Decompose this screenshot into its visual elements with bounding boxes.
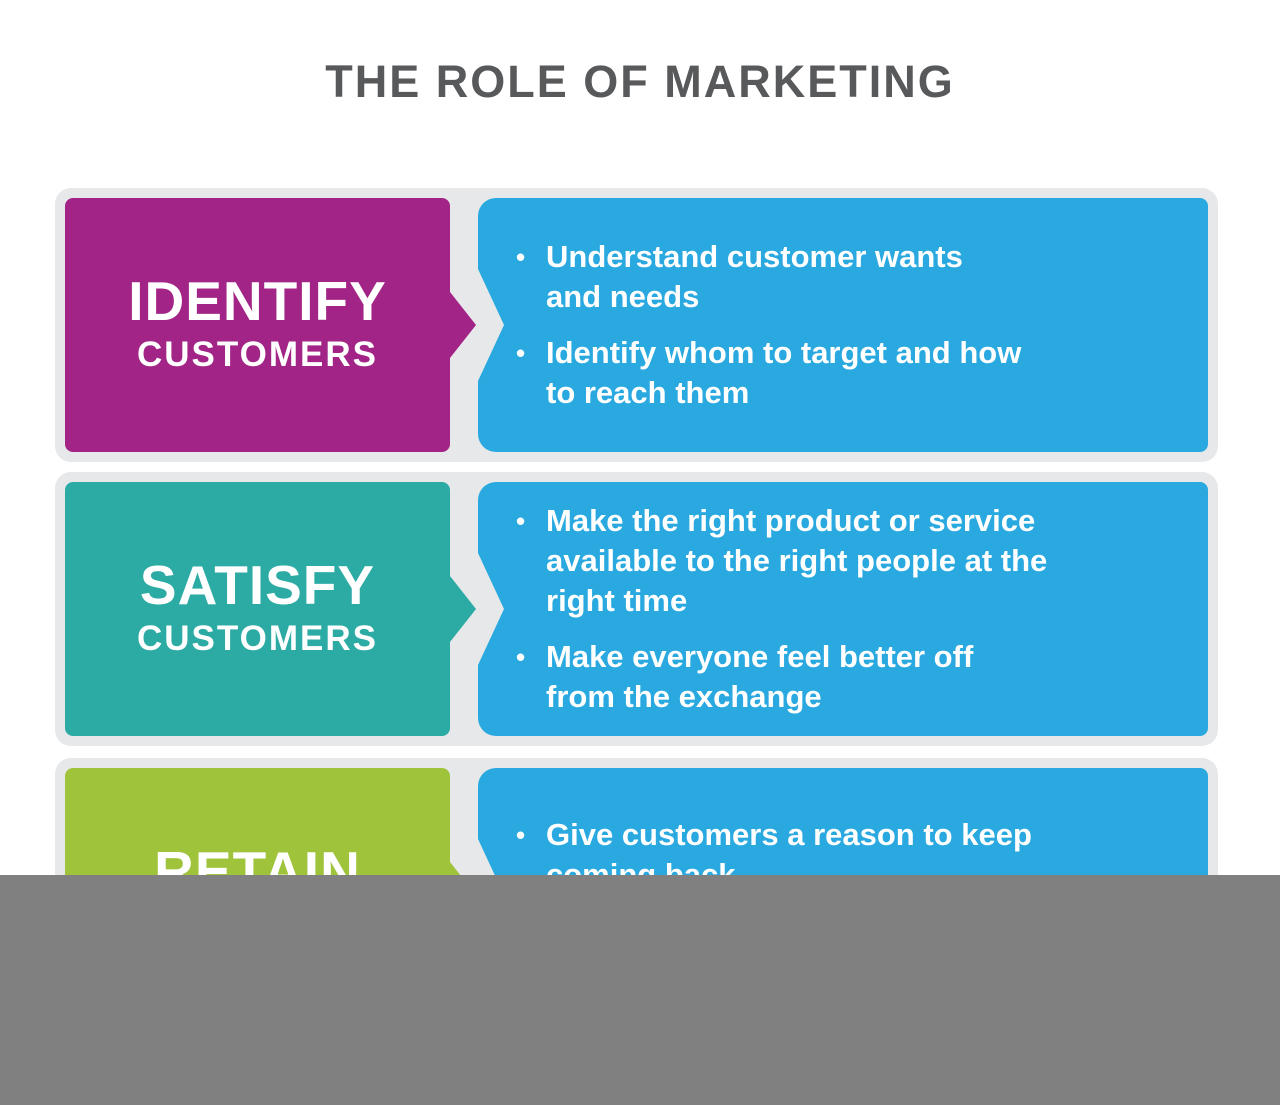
- notch-icon: [478, 553, 504, 665]
- bullet-item: • Make everyone feel better off from the…: [516, 637, 1188, 717]
- row-label: IDENTIFY: [128, 270, 387, 332]
- arrow-right-icon: [450, 292, 476, 358]
- notch-icon: [478, 269, 504, 381]
- bullet-list: • Make the right product or service avai…: [516, 501, 1188, 717]
- bullet-icon: •: [516, 642, 526, 672]
- row-sublabel: CUSTOMERS: [137, 335, 378, 374]
- bullet-text: Make the right product or service availa…: [546, 503, 1048, 618]
- satisfy-content-box: • Make the right product or service avai…: [478, 482, 1208, 736]
- bullet-item: • Give customers a reason to keep coming…: [516, 815, 1188, 895]
- bullet-list: • Understand customer wants and needs • …: [516, 237, 1188, 413]
- bullet-list: • Give customers a reason to keep coming…: [516, 815, 1188, 895]
- bullet-icon: •: [516, 506, 526, 536]
- bullet-icon: •: [516, 820, 526, 850]
- bullet-text: Make everyone feel better off from the e…: [546, 639, 974, 714]
- bullet-item: • Understand customer wants and needs: [516, 237, 1188, 317]
- bullet-text: Understand customer wants and needs: [546, 239, 963, 314]
- arrow-right-icon: [450, 576, 476, 642]
- bullet-icon: •: [516, 242, 526, 272]
- row-satisfy-customers: SATISFY CUSTOMERS • Make the right produ…: [55, 472, 1218, 746]
- gray-censor-bar: [0, 875, 1280, 1105]
- page-title: THE ROLE OF MARKETING: [325, 56, 955, 107]
- bullet-item: • Make the right product or service avai…: [516, 501, 1188, 621]
- bullet-item: • Identify whom to target and how to rea…: [516, 333, 1188, 413]
- identify-label-box: IDENTIFY CUSTOMERS: [65, 198, 476, 452]
- bullet-icon: •: [516, 338, 526, 368]
- satisfy-label-box: SATISFY CUSTOMERS: [65, 482, 476, 736]
- row-identify-customers: IDENTIFY CUSTOMERS • Understand customer…: [55, 188, 1218, 462]
- identify-content-box: • Understand customer wants and needs • …: [478, 198, 1208, 452]
- row-sublabel: CUSTOMERS: [137, 619, 378, 658]
- bullet-text: Give customers a reason to keep coming b…: [546, 817, 1032, 892]
- row-label: SATISFY: [139, 554, 376, 616]
- bullet-text: Identify whom to target and how to reach…: [546, 335, 1022, 410]
